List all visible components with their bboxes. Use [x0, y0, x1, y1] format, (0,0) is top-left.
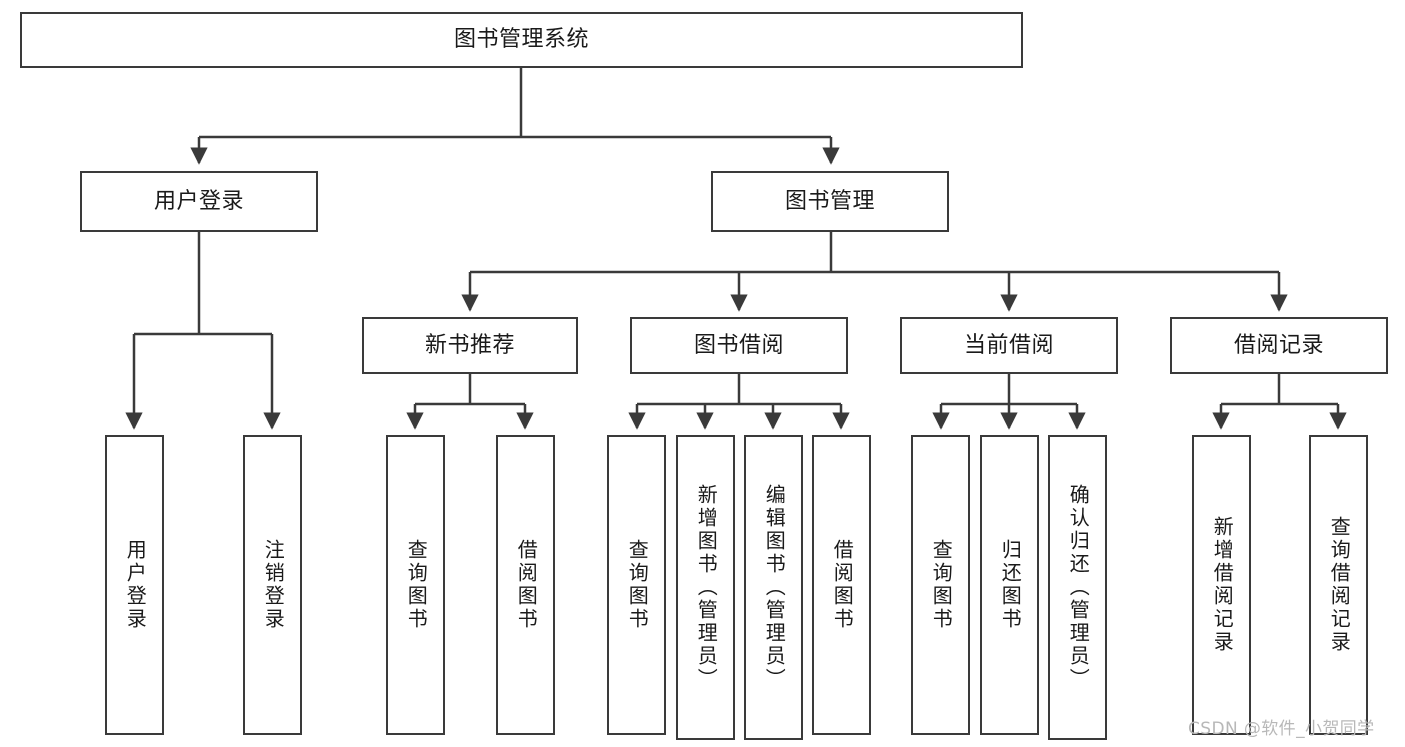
node-label: 查询图书: [625, 539, 650, 631]
leaf-current-borrow-confirm-return-admin[interactable]: 确认归还（管理员）: [1048, 435, 1107, 740]
node-label: 查询图书: [929, 539, 954, 631]
leaf-current-borrow-return-book[interactable]: 归还图书: [980, 435, 1039, 735]
node-book-management[interactable]: 图书管理: [711, 171, 949, 232]
node-label: 借阅记录: [1233, 332, 1324, 358]
node-book-borrow[interactable]: 图书借阅: [630, 317, 848, 374]
leaf-book-borrow-edit-book-admin[interactable]: 编辑图书（管理员）: [744, 435, 803, 740]
leaf-new-book-borrow-book[interactable]: 借阅图书: [496, 435, 555, 735]
leaf-book-borrow-borrow-book[interactable]: 借阅图书: [812, 435, 871, 735]
node-label: 图书借阅: [693, 332, 784, 358]
node-label: 借阅图书: [514, 539, 539, 631]
leaf-user-login-login[interactable]: 用户登录: [105, 435, 164, 735]
leaf-new-book-query-book[interactable]: 查询图书: [386, 435, 445, 735]
node-label: 图书管理: [784, 188, 875, 214]
node-label: 借阅图书: [830, 539, 855, 631]
node-label: 归还图书: [998, 539, 1023, 631]
leaf-book-borrow-add-book-admin[interactable]: 新增图书（管理员）: [676, 435, 735, 740]
node-label: 当前借阅: [963, 332, 1054, 358]
node-label: 确认归还（管理员）: [1066, 484, 1091, 691]
node-label: 用户登录: [153, 188, 244, 214]
node-label: 用户登录: [123, 539, 148, 631]
leaf-user-login-logout[interactable]: 注销登录: [243, 435, 302, 735]
node-label: 图书管理系统: [453, 27, 589, 53]
leaf-current-borrow-query-book[interactable]: 查询图书: [911, 435, 970, 735]
node-label: 注销登录: [261, 539, 286, 631]
leaf-borrow-record-add-record[interactable]: 新增借阅记录: [1192, 435, 1251, 735]
node-root-book-management-system[interactable]: 图书管理系统: [20, 12, 1023, 68]
node-label: 编辑图书（管理员）: [762, 484, 787, 691]
leaf-book-borrow-query-book[interactable]: 查询图书: [607, 435, 666, 735]
csdn-watermark: CSDN @软件_小贺同学: [1188, 719, 1375, 739]
node-user-login[interactable]: 用户登录: [80, 171, 318, 232]
leaf-borrow-record-query-record[interactable]: 查询借阅记录: [1309, 435, 1368, 735]
node-new-book-recommendation[interactable]: 新书推荐: [362, 317, 578, 374]
node-label: 新增图书（管理员）: [694, 484, 719, 691]
node-label: 查询图书: [404, 539, 429, 631]
node-borrow-record[interactable]: 借阅记录: [1170, 317, 1388, 374]
node-current-borrow[interactable]: 当前借阅: [900, 317, 1118, 374]
node-label: 查询借阅记录: [1327, 516, 1352, 654]
node-label: 新增借阅记录: [1210, 516, 1235, 654]
node-label: 新书推荐: [424, 332, 515, 358]
